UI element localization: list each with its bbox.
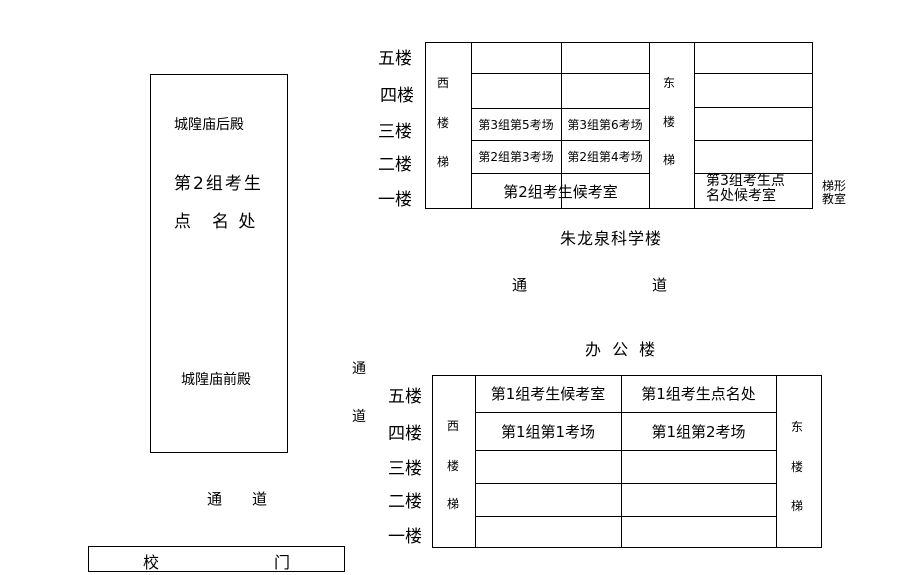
floor-label: 二楼 bbox=[388, 492, 422, 512]
floor-label: 五楼 bbox=[378, 49, 412, 69]
west-stair-label: 梯 bbox=[437, 155, 450, 169]
gate-label-left: 校 bbox=[143, 553, 160, 572]
east-stair-label: 东 bbox=[791, 420, 804, 434]
passage-middle-1: 通 bbox=[512, 276, 528, 294]
gate-label-right: 门 bbox=[274, 553, 291, 572]
west-stair-label: 西 bbox=[437, 76, 450, 90]
east-stair-label: 梯 bbox=[663, 153, 676, 167]
room-g1-waiting: 第1组考生候考室 bbox=[490, 385, 606, 403]
room-g3-rollcall-line2: 名处候考室 bbox=[706, 188, 776, 204]
floor-label: 五楼 bbox=[388, 387, 422, 407]
east-stair-label: 梯 bbox=[791, 499, 804, 513]
room-g3-rollcall-line1: 第3组考生点 bbox=[706, 173, 785, 189]
office-building-name: 办 公 楼 bbox=[585, 340, 659, 359]
room-g2-waiting: 第2组考生候考室 bbox=[503, 182, 618, 201]
floor-label: 一楼 bbox=[388, 527, 422, 547]
floor-label: 二楼 bbox=[378, 155, 412, 175]
room-g2-exam3: 第2组第3考场 bbox=[478, 150, 554, 164]
group2-rollcall-line2: 点 名 处 bbox=[174, 212, 258, 232]
room-g2-exam4: 第2组第4考场 bbox=[567, 150, 643, 164]
west-stair-label: 楼 bbox=[447, 459, 460, 473]
lecture-hall-line1: 梯形 bbox=[822, 179, 847, 193]
east-stair-label: 楼 bbox=[663, 115, 676, 129]
room-g1-exam1: 第1组第1考场 bbox=[500, 422, 596, 441]
temple-building bbox=[150, 74, 288, 453]
floor-label: 三楼 bbox=[388, 459, 422, 479]
passage-middle-2: 道 bbox=[652, 276, 668, 294]
front-hall-label: 城隍庙前殿 bbox=[181, 372, 251, 388]
school-gate bbox=[88, 546, 345, 572]
room-g3-exam6: 第3组第6考场 bbox=[567, 117, 643, 132]
east-stair-label: 楼 bbox=[791, 460, 804, 474]
room-g3-exam5: 第3组第5考场 bbox=[478, 117, 554, 132]
floor-label: 四楼 bbox=[380, 86, 414, 106]
room-g1-rollcall: 第1组考生点名处 bbox=[641, 385, 756, 403]
east-stair-label: 东 bbox=[663, 76, 676, 90]
science-building bbox=[425, 42, 813, 209]
passage-left-label: 通 道 bbox=[207, 490, 268, 508]
floor-label: 三楼 bbox=[378, 122, 412, 142]
room-g1-exam2: 第1组第2考场 bbox=[651, 422, 746, 441]
group2-rollcall-line1: 第2组考生 bbox=[174, 174, 263, 194]
lecture-hall-line2: 教室 bbox=[822, 192, 847, 206]
science-building-name: 朱龙泉科学楼 bbox=[560, 229, 663, 248]
rear-hall-label: 城隍庙后殿 bbox=[174, 117, 244, 133]
passage-vertical-2: 道 bbox=[352, 409, 366, 425]
floor-label: 一楼 bbox=[378, 190, 412, 210]
west-stair-label: 楼 bbox=[437, 116, 450, 130]
west-stair-label: 梯 bbox=[447, 497, 460, 511]
floor-label: 四楼 bbox=[388, 424, 422, 444]
west-stair-label: 西 bbox=[447, 419, 460, 433]
office-building bbox=[432, 375, 822, 548]
passage-vertical-1: 通 bbox=[352, 361, 366, 377]
